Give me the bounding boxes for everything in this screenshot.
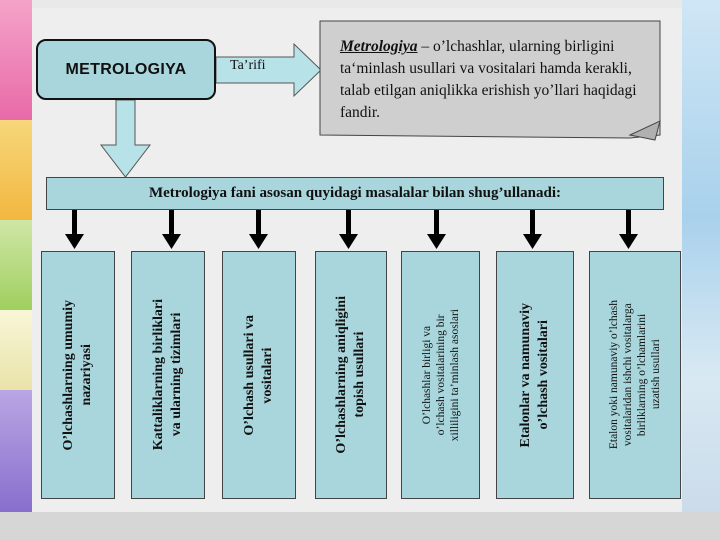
column-arrow-2-icon	[162, 210, 181, 249]
topic-column-6-label: Etalonlar va namunaviy o’lchash vositala…	[518, 302, 551, 448]
column-arrow-7-icon	[619, 210, 638, 249]
topic-column-5: O’lchashlar birligi va o’lchash vositala…	[401, 251, 480, 499]
decor-block-cream	[0, 310, 32, 390]
topic-column-1: O’lchashlarning umumiy nazariyasi	[41, 251, 115, 499]
definition-arrow-label: Ta’rifi	[230, 58, 266, 73]
definition-body: – o’lchashlar, ularning birligini ta‘min…	[340, 38, 637, 121]
topic-column-4: O’lchashlarning aniqligini topish usulla…	[315, 251, 387, 499]
main-topic-bar: Metrologiya fani asosan quyidagi masalal…	[46, 177, 664, 210]
right-arrow-icon	[215, 42, 322, 98]
down-arrow-icon	[99, 99, 152, 178]
decorative-bottom-strip	[0, 512, 720, 540]
topic-column-2-label: Kattaliklarning birliklari va ularning t…	[151, 299, 184, 451]
main-topic-label: Metrologiya fani asosan quyidagi masalal…	[148, 185, 562, 201]
decor-block-green	[0, 220, 32, 310]
topic-column-6: Etalonlar va namunaviy o’lchash vositala…	[496, 251, 574, 499]
topic-column-2: Kattaliklarning birliklari va ularning t…	[131, 251, 205, 499]
column-arrow-6-icon	[523, 210, 542, 249]
column-arrows	[65, 210, 638, 249]
topic-column-1-label: O’lchashlarning umumiy nazariyasi	[61, 299, 94, 451]
column-arrow-3-icon	[249, 210, 268, 249]
topic-column-7: Etalon yoki namunaviy o’lchash vositalar…	[589, 251, 681, 499]
definition-term: Metrologiya	[340, 38, 418, 55]
topic-column-3-label: O’lchash usullari va vositalari	[242, 314, 275, 436]
decor-block-yellow	[0, 120, 32, 220]
note-fold-icon	[628, 120, 661, 141]
definition-text: Metrologiya – o’lchashlar, ularning birl…	[340, 36, 650, 124]
topic-column-3: O’lchash usullari va vositalari	[222, 251, 296, 499]
column-arrow-1-icon	[65, 210, 84, 249]
topic-column-5-label: O’lchashlar birligi va o’lchash vositala…	[420, 308, 461, 442]
definition-note: Metrologiya – o’lchashlar, ularning birl…	[320, 21, 660, 135]
metrologiya-box: METROLOGIYA	[36, 39, 216, 100]
column-arrow-5-icon	[427, 210, 446, 249]
topic-column-4-label: O’lchashlarning aniqligini topish usulla…	[334, 296, 367, 454]
decor-block-pink	[0, 0, 32, 120]
decorative-right-strip	[682, 0, 720, 540]
metrologiya-label: METROLOGIYA	[65, 60, 187, 78]
topic-column-7-label: Etalon yoki namunaviy o’lchash vositalar…	[608, 300, 662, 450]
column-arrow-4-icon	[339, 210, 358, 249]
